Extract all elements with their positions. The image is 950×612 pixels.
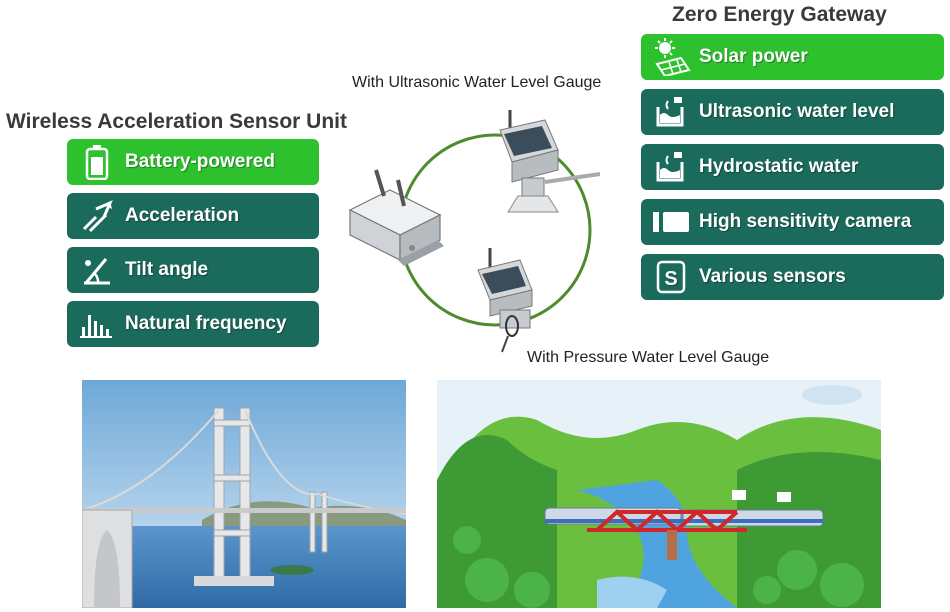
feature-tilt-angle: Tilt angle bbox=[67, 247, 319, 293]
gateway-title: Zero Energy Gateway bbox=[672, 3, 887, 26]
ultrasonic-gauge-caption: With Ultrasonic Water Level Gauge bbox=[352, 74, 602, 91]
railway-bridge-river-illustration bbox=[437, 380, 881, 608]
acceleration-icon bbox=[77, 197, 117, 235]
frequency-icon bbox=[77, 305, 117, 343]
feature-ultrasonic-water-level: Ultrasonic water level bbox=[641, 89, 944, 135]
water-level-icon bbox=[651, 93, 691, 131]
feature-label: Natural frequency bbox=[125, 313, 287, 334]
feature-label: Acceleration bbox=[125, 205, 240, 226]
ultrasonic-gateway-device bbox=[499, 110, 601, 213]
feature-solar-power: Solar power bbox=[641, 34, 944, 80]
acceleration-sensor-box bbox=[348, 169, 444, 266]
feature-acceleration: Acceleration bbox=[67, 193, 319, 239]
sensor-s-icon: S bbox=[651, 258, 691, 296]
feature-label: Solar power bbox=[699, 46, 808, 67]
device-network-illustration bbox=[348, 110, 601, 353]
feature-label: Tilt angle bbox=[125, 259, 209, 280]
tilt-icon bbox=[77, 251, 117, 289]
feature-label: Hydrostatic water bbox=[699, 156, 859, 177]
feature-label: High sensitivity camera bbox=[699, 211, 912, 232]
sensor-unit-title: Wireless Acceleration Sensor Unit bbox=[6, 110, 347, 133]
suspension-bridge-illustration bbox=[82, 380, 406, 608]
solar-panel-icon bbox=[651, 38, 691, 76]
feature-natural-frequency: Natural frequency bbox=[67, 301, 319, 347]
camera-icon bbox=[651, 203, 691, 241]
pressure-gauge-caption: With Pressure Water Level Gauge bbox=[527, 349, 770, 366]
feature-label: Various sensors bbox=[699, 266, 846, 287]
feature-hydrostatic-water: Hydrostatic water bbox=[641, 144, 944, 190]
feature-various-sensors: S Various sensors bbox=[641, 254, 944, 300]
battery-icon bbox=[77, 143, 117, 181]
feature-label: Ultrasonic water level bbox=[699, 101, 895, 122]
water-level-icon bbox=[651, 148, 691, 186]
pressure-gateway-device bbox=[477, 248, 533, 353]
feature-high-sensitivity-camera: High sensitivity camera bbox=[641, 199, 944, 245]
svg-text:S: S bbox=[664, 268, 677, 290]
feature-battery-powered: Battery-powered bbox=[67, 139, 319, 185]
feature-label: Battery-powered bbox=[125, 151, 275, 172]
